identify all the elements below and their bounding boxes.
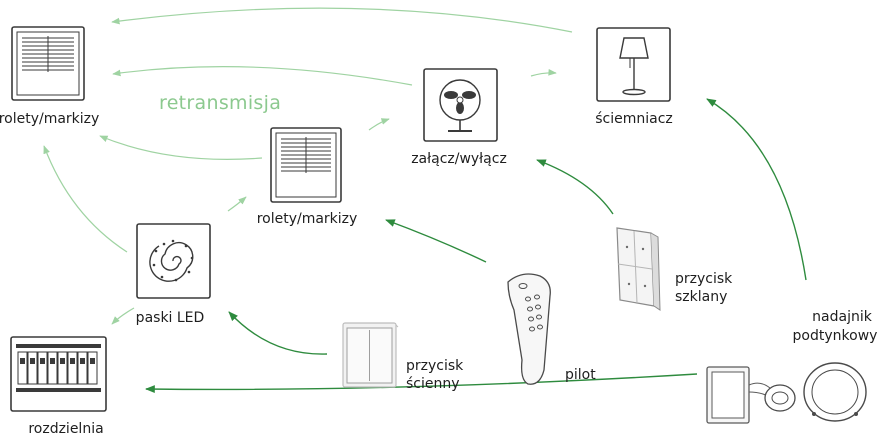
on-off-label: załącz/wyłącz	[411, 151, 507, 167]
control-arrow-remote-to-blinds-center	[385, 219, 487, 263]
lamp-icon	[596, 27, 671, 102]
glass-button-icon	[616, 227, 661, 311]
retrans-arrow-blinds-center-to-blinds-left	[99, 135, 263, 160]
retrans-arrow-led-to-blinds-center	[227, 196, 247, 212]
led-strips-label: paski LED	[135, 310, 205, 326]
retrans-arrow-led-to-distribution	[111, 307, 135, 325]
retrans-arrow-blinds-center-to-onoff	[368, 118, 390, 131]
control-arrow-flush-to-distribution	[145, 373, 698, 394]
retrans-arrow-onoff-to-dimmer	[530, 68, 557, 77]
flush-transmitter-label-line1: nadajnik	[812, 309, 872, 325]
control-arrow-wall-button-to-led	[228, 311, 328, 355]
retrans-arrow-onoff-to-blinds-left	[112, 66, 413, 86]
roller-blinds-left-label: rolety/markizy	[0, 111, 100, 127]
roller-blinds-center-icon	[270, 127, 342, 203]
roller-blinds-left-icon	[11, 26, 85, 101]
retrans-arrow-dimmer-to-blinds-top	[111, 7, 573, 33]
glass-button-label-line2: szklany	[675, 289, 728, 305]
roller-blinds-center-label: rolety/markizy	[256, 211, 358, 227]
led-strip-icon	[136, 223, 211, 299]
distribution-board-label: rozdzielnia	[28, 421, 104, 437]
wall-button-label-line2: ścienny	[406, 376, 460, 392]
retrans-arrow-led-to-blinds-left	[43, 145, 128, 253]
wall-button-icon	[342, 322, 399, 388]
wall-button-label-line1: przycisk	[406, 358, 464, 374]
remote-label: pilot	[565, 367, 596, 383]
glass-button-label-line1: przycisk	[675, 271, 733, 287]
remote-control-icon	[507, 273, 551, 385]
control-arrow-flush-to-dimmer	[706, 98, 807, 281]
flush-transmitter-icon	[706, 362, 867, 424]
fan-icon	[423, 68, 498, 142]
flush-transmitter-label-line2: podtynkowy	[792, 328, 878, 344]
retransmission-label: retransmisja	[159, 92, 282, 114]
distribution-board-icon	[10, 336, 107, 412]
dimmer-label: ściemniacz	[595, 111, 673, 127]
control-arrow-glass-to-onoff	[536, 159, 614, 215]
